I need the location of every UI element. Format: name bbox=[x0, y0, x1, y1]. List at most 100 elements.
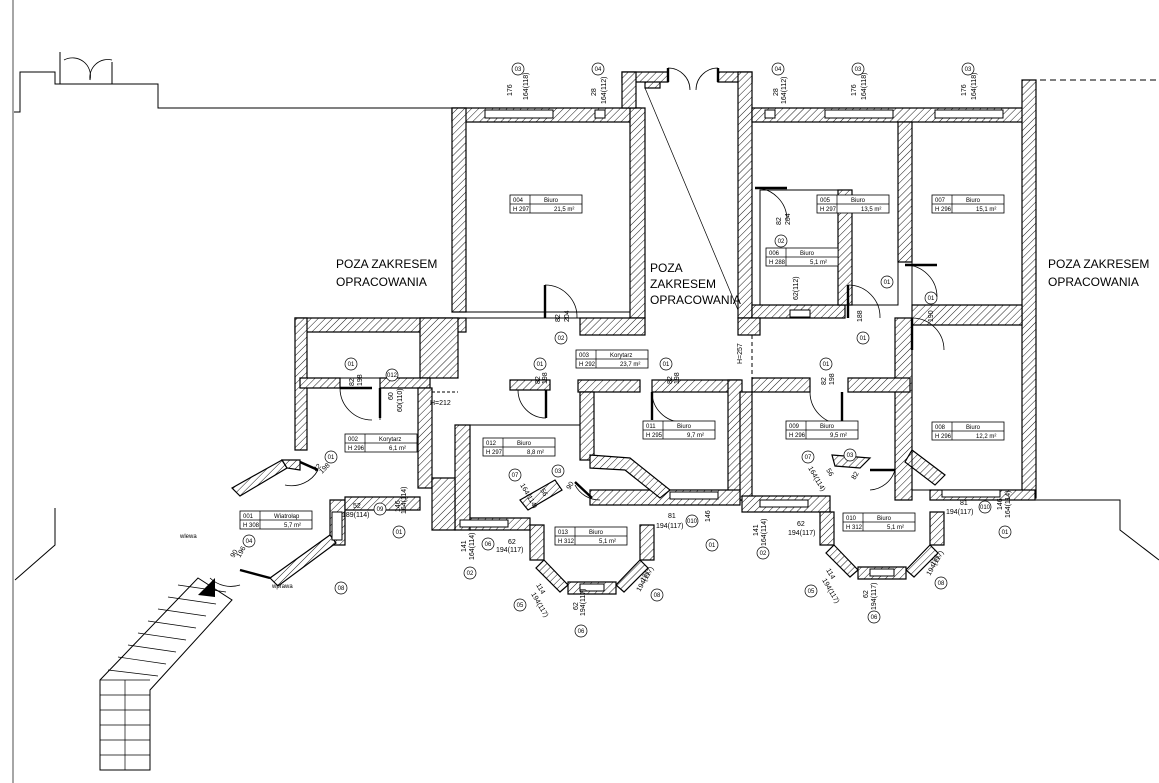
room-height: H 296 bbox=[935, 207, 952, 213]
dimension-text: 56 bbox=[824, 468, 834, 478]
room-name: Biuro bbox=[589, 530, 604, 536]
tag-text: 01 bbox=[663, 362, 670, 368]
tag-text: 01 bbox=[823, 362, 830, 368]
zone-middle-line1: POZA bbox=[650, 261, 683, 275]
tag-marker: 012 bbox=[385, 368, 399, 382]
dimension-text: 82 bbox=[312, 463, 323, 474]
tag-text: 08 bbox=[938, 581, 945, 587]
dimension-text: H=257 bbox=[737, 343, 744, 364]
tag-marker: 02 bbox=[756, 546, 770, 560]
room-name: Biuro bbox=[851, 198, 866, 204]
tag-text: 02 bbox=[467, 571, 474, 577]
room-area: 15,1 m² bbox=[976, 207, 996, 213]
tag-text: 05 bbox=[517, 603, 524, 609]
room-number: 006 bbox=[769, 251, 780, 257]
zone-left-line2: OPRACOWANIA bbox=[336, 275, 427, 289]
room-name: Biuro bbox=[966, 198, 981, 204]
dimension-text: 60(110) bbox=[397, 388, 404, 412]
room-number: 008 bbox=[935, 425, 946, 431]
room-number: 011 bbox=[646, 424, 656, 430]
tag-marker: 03 bbox=[843, 448, 857, 462]
tag-marker: 01 bbox=[880, 275, 894, 289]
tag-marker: 05 bbox=[804, 584, 818, 598]
dimension-text: 81 bbox=[668, 513, 676, 520]
room-number: 012 bbox=[486, 441, 497, 447]
room-number: 013 bbox=[558, 530, 569, 536]
dimension-text: 198 bbox=[829, 373, 836, 385]
zone-labels: POZA ZAKRESEM OPRACOWANIA POZA ZAKRESEM … bbox=[336, 257, 1149, 307]
dimension-text: 164(114) bbox=[401, 486, 408, 514]
room-height: H 296 bbox=[935, 434, 952, 440]
room-number: 002 bbox=[348, 437, 359, 443]
tag-marker: 01 bbox=[705, 538, 719, 552]
tag-marker: 08 bbox=[334, 581, 348, 595]
zone-left-line1: POZA ZAKRESEM bbox=[336, 257, 437, 271]
dimension-text: 194(117) bbox=[788, 530, 816, 537]
exterior-walls bbox=[231, 71, 1037, 595]
stair-label-right: wprawa bbox=[271, 584, 293, 590]
tag-text: 01 bbox=[884, 280, 891, 286]
tag-text: 01 bbox=[709, 543, 716, 549]
dimension-text: 189(114) bbox=[342, 512, 370, 519]
room-height: H 312 bbox=[558, 539, 575, 545]
dimension-text: 62 bbox=[863, 590, 870, 598]
tag-text: 08 bbox=[338, 586, 345, 592]
room-height: H 308 bbox=[243, 523, 260, 529]
dimension-text: 62 bbox=[508, 539, 516, 546]
tag-marker: 07 bbox=[801, 450, 815, 464]
tag-text: 03 bbox=[855, 67, 862, 73]
tag-text: 03 bbox=[847, 453, 854, 459]
doors bbox=[209, 67, 945, 587]
tag-marker: 08 bbox=[934, 576, 948, 590]
room-name: Biuro bbox=[677, 424, 692, 430]
tag-marker: 06 bbox=[574, 624, 588, 638]
stair-label-left: wlewa bbox=[179, 534, 197, 540]
dimension-text: 131 bbox=[640, 569, 652, 583]
zone-right-line2: OPRACOWANIA bbox=[1048, 275, 1139, 289]
dimension-text: 82 bbox=[349, 378, 356, 386]
dimension-text: 131 bbox=[930, 553, 942, 567]
room-number: 010 bbox=[846, 516, 857, 522]
zone-middle-line3: OPRACOWANIA bbox=[650, 293, 741, 307]
room-number: 004 bbox=[513, 198, 524, 204]
tag-marker: 09 bbox=[373, 502, 387, 516]
tag-marker: 04 bbox=[771, 62, 785, 76]
dimension-text: 164(114) bbox=[1005, 490, 1012, 518]
tag-marker: 04 bbox=[242, 534, 256, 548]
tag-marker: 01 bbox=[924, 291, 938, 305]
room-number: 009 bbox=[789, 424, 800, 430]
tag-text: 010 bbox=[980, 505, 991, 511]
tag-marker: 01 bbox=[533, 357, 547, 371]
dimension-text: 82 bbox=[555, 314, 562, 322]
room-area: 9,5 m² bbox=[830, 433, 847, 439]
tag-marker: 03 bbox=[851, 62, 865, 76]
tag-text: 07 bbox=[512, 473, 519, 479]
tag-marker: 01 bbox=[998, 525, 1012, 539]
dimension-text: 52 bbox=[353, 503, 361, 510]
room-height: H 288 bbox=[769, 260, 786, 266]
dimension-text: 82 bbox=[821, 377, 828, 385]
tag-marker: 010 bbox=[685, 514, 699, 528]
tag-text: 04 bbox=[775, 67, 782, 73]
zone-middle-line2: ZAKRESEM bbox=[650, 277, 716, 291]
staircase bbox=[99, 577, 233, 771]
tag-text: 06 bbox=[871, 615, 878, 621]
dimension-text: 196 bbox=[236, 545, 248, 559]
room-height: H 296 bbox=[789, 433, 806, 439]
dimension-text: 194(117) bbox=[529, 592, 549, 619]
tag-marker: 01 bbox=[659, 357, 673, 371]
tag-marker: 010 bbox=[978, 500, 992, 514]
tag-text: 04 bbox=[595, 67, 602, 73]
room-area: 12,2 m² bbox=[976, 434, 996, 440]
tag-marker: 01 bbox=[324, 450, 338, 464]
tag-marker: 01 bbox=[819, 357, 833, 371]
tag-text: 02 bbox=[558, 336, 565, 342]
tag-text: 01 bbox=[537, 362, 544, 368]
tag-text: 05 bbox=[808, 589, 815, 595]
